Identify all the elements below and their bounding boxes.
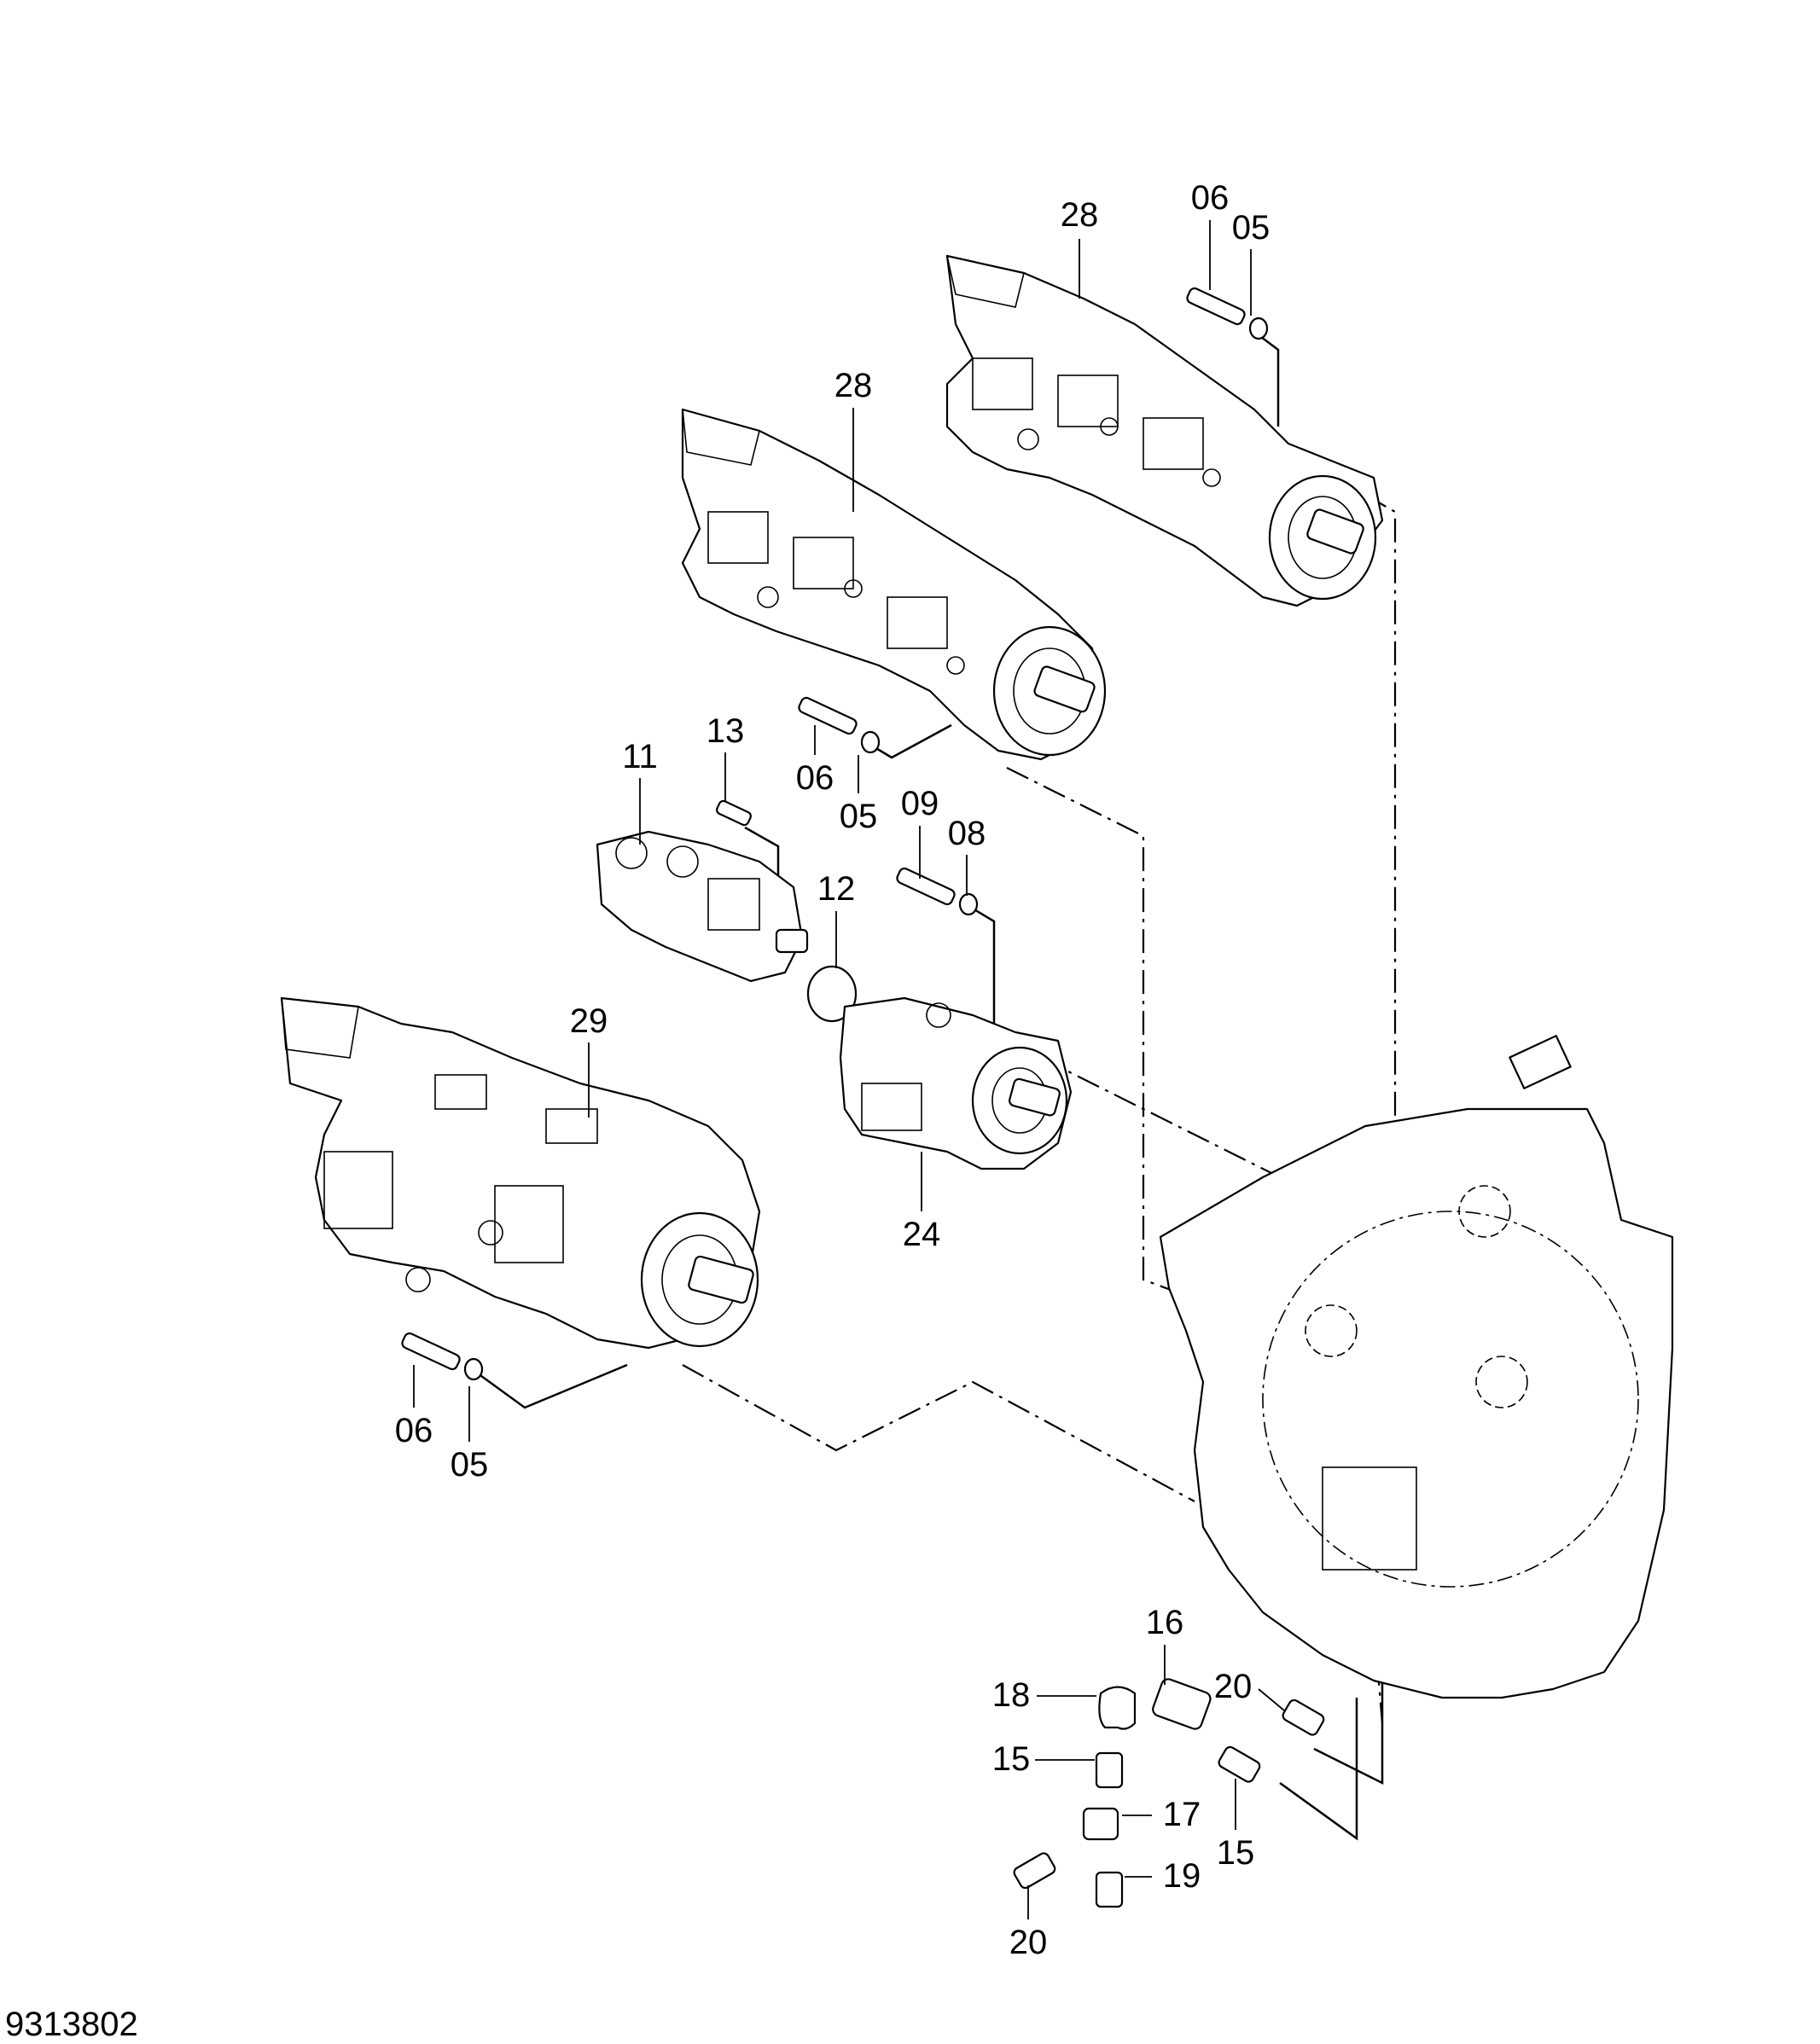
callout-06-lower: 06	[395, 1412, 433, 1449]
fasteners	[401, 287, 1269, 1381]
callout-20-right: 20	[1214, 1668, 1253, 1705]
callout-05-middle: 05	[840, 798, 878, 835]
callout-20-bottom: 20	[1009, 1924, 1048, 1961]
callout-28-top: 28	[1061, 196, 1099, 234]
callout-11: 11	[622, 738, 658, 775]
callout-16: 16	[1146, 1604, 1184, 1641]
callout-19: 19	[1163, 1857, 1201, 1895]
drain-fittings	[1013, 1678, 1325, 1908]
callout-15-right: 15	[1217, 1834, 1255, 1872]
callout-29: 29	[570, 1002, 608, 1040]
gear-pump-11	[596, 830, 809, 983]
callout-05-top: 05	[1232, 209, 1271, 247]
callout-24: 24	[903, 1216, 941, 1253]
pump-assembly-28-upper	[945, 254, 1384, 607]
callout-05-lower: 05	[451, 1446, 489, 1484]
callout-18: 18	[992, 1676, 1031, 1714]
callout-28-middle: 28	[834, 367, 873, 404]
callout-06-top: 06	[1191, 179, 1230, 217]
main-pump-assembly-29	[280, 996, 761, 1350]
callout-09: 09	[901, 785, 939, 822]
callout-labels: 28 06 05 28 06 05 11 13 09 08 12 29 24 0…	[5, 179, 1285, 2043]
callout-15-left: 15	[992, 1740, 1031, 1778]
drawing-number: 9313802	[5, 2006, 138, 2043]
callout-06-middle: 06	[796, 759, 834, 797]
callout-08: 08	[948, 815, 986, 852]
callout-12: 12	[817, 870, 856, 908]
callout-13: 13	[706, 712, 745, 750]
pilot-pump-24	[839, 996, 1073, 1170]
pump-assembly-28-middle	[681, 408, 1107, 761]
engine-flywheel-housing	[1159, 1035, 1674, 1699]
callout-17: 17	[1163, 1796, 1201, 1833]
